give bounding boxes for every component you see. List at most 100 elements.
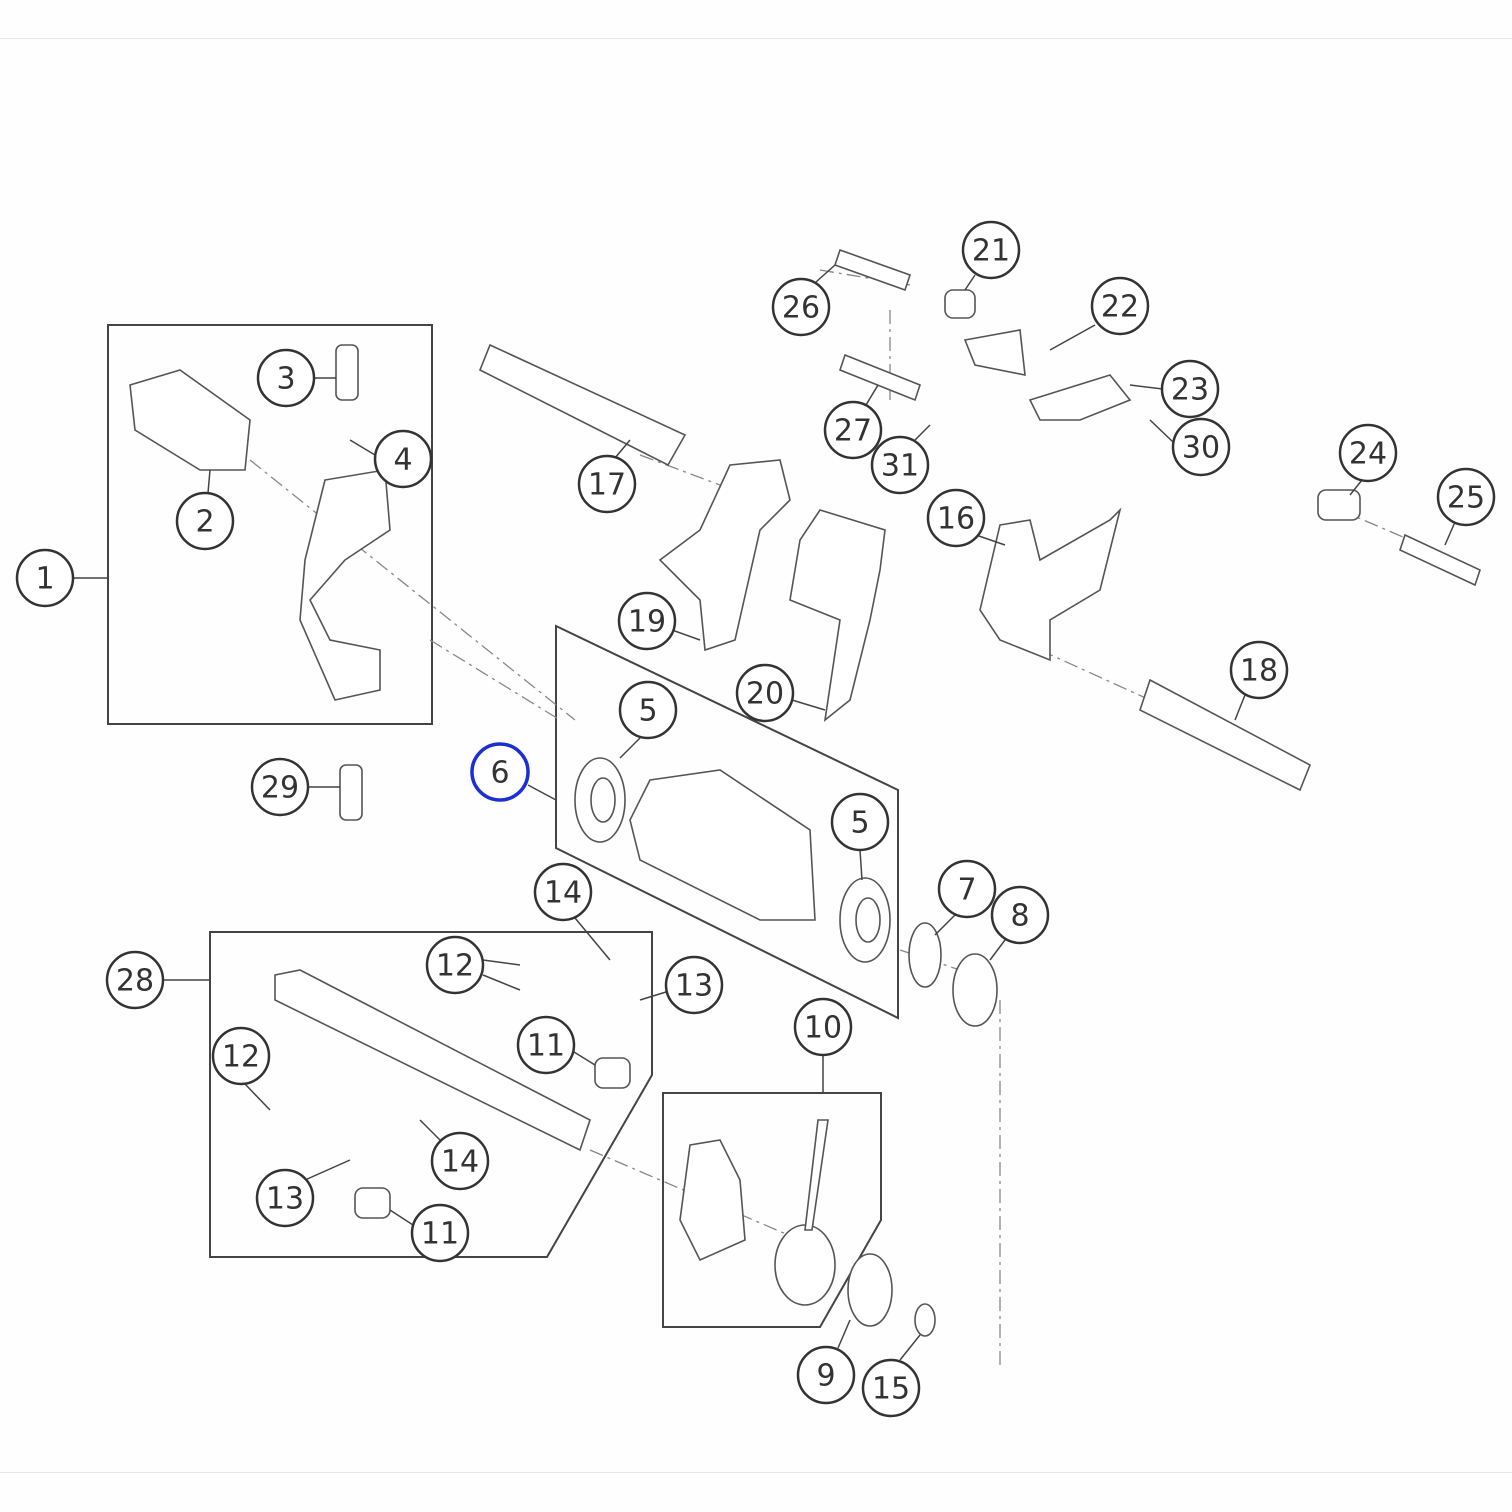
callout-7[interactable]: 7 xyxy=(937,859,997,919)
callout-circle xyxy=(990,885,1050,945)
callout-circle xyxy=(796,1345,856,1405)
callout-number: 5 xyxy=(850,806,869,841)
callout-circle xyxy=(373,429,433,489)
callout-number: 21 xyxy=(972,234,1010,269)
part-shift-lever xyxy=(129,369,251,471)
bottom-divider xyxy=(0,1472,1512,1473)
callout-number: 2 xyxy=(195,505,214,540)
callout-25[interactable]: 25 xyxy=(1436,467,1496,527)
callouts: 1234556789101111121213131414151617181920… xyxy=(15,220,1496,1418)
part-bolt-26 xyxy=(833,248,912,292)
callout-28[interactable]: 28 xyxy=(105,950,165,1010)
callout-circle xyxy=(861,1358,921,1418)
callout-circle xyxy=(425,935,485,995)
callout-14[interactable]: 14 xyxy=(430,1131,490,1191)
callout-number: 3 xyxy=(276,362,295,397)
callout-23[interactable]: 23 xyxy=(1160,359,1220,419)
callout-6[interactable]: 6 xyxy=(470,742,530,802)
callout-26[interactable]: 26 xyxy=(771,277,831,337)
part-washer-8 xyxy=(952,953,998,1027)
part-fork-20 xyxy=(789,509,886,722)
callout-number: 24 xyxy=(1349,437,1387,472)
callout-5[interactable]: 5 xyxy=(830,792,890,852)
callout-circle xyxy=(1229,640,1289,700)
callout-11[interactable]: 11 xyxy=(410,1203,470,1263)
callout-17[interactable]: 17 xyxy=(577,454,637,514)
callout-11[interactable]: 11 xyxy=(516,1015,576,1075)
part-pin-11a xyxy=(594,1057,631,1089)
callout-number: 18 xyxy=(1240,654,1278,689)
callout-number: 6 xyxy=(490,756,509,791)
part-sleeve-24 xyxy=(1317,489,1361,521)
callout-20[interactable]: 20 xyxy=(735,663,795,723)
callout-13[interactable]: 13 xyxy=(664,955,724,1015)
callout-circle xyxy=(533,862,593,922)
callout-number: 13 xyxy=(266,1182,304,1217)
callout-circle xyxy=(211,1026,271,1086)
callout-circle xyxy=(175,491,235,551)
callout-27[interactable]: 27 xyxy=(823,400,883,460)
callout-number: 22 xyxy=(1101,290,1139,325)
callout-30[interactable]: 30 xyxy=(1171,417,1231,477)
callout-number: 12 xyxy=(222,1040,260,1075)
part-washer-9 xyxy=(847,1253,893,1327)
callout-number: 7 xyxy=(957,873,976,908)
part-shift-shaft xyxy=(274,969,591,1152)
callout-number: 17 xyxy=(588,468,626,503)
callout-15[interactable]: 15 xyxy=(861,1358,921,1418)
callout-number: 14 xyxy=(544,876,582,911)
callout-number: 9 xyxy=(816,1359,835,1394)
callout-19[interactable]: 19 xyxy=(617,591,677,651)
parts xyxy=(129,248,1481,1337)
callout-4[interactable]: 4 xyxy=(373,429,433,489)
callout-13[interactable]: 13 xyxy=(255,1168,315,1228)
callout-circle xyxy=(430,1131,490,1191)
callout-number: 5 xyxy=(638,694,657,729)
callout-21[interactable]: 21 xyxy=(961,220,1021,280)
callout-number: 15 xyxy=(872,1372,910,1407)
part-bracket-22 xyxy=(963,329,1026,376)
callout-9[interactable]: 9 xyxy=(796,1345,856,1405)
part-shift-drum xyxy=(629,769,816,921)
callout-1[interactable]: 1 xyxy=(15,548,75,608)
callout-number: 4 xyxy=(393,443,412,478)
callout-12[interactable]: 12 xyxy=(425,935,485,995)
callout-number: 25 xyxy=(1447,481,1485,516)
callout-31[interactable]: 31 xyxy=(870,435,930,495)
part-spring-arm xyxy=(804,1119,829,1231)
callout-circle xyxy=(823,400,883,460)
part-fork-16 xyxy=(979,507,1122,662)
callout-circle xyxy=(410,1203,470,1263)
callout-number: 23 xyxy=(1171,373,1209,408)
callout-29[interactable]: 29 xyxy=(250,757,310,817)
callout-number: 1 xyxy=(35,562,54,597)
callout-number: 27 xyxy=(834,414,872,449)
callout-circle xyxy=(618,680,678,740)
callout-14[interactable]: 14 xyxy=(533,862,593,922)
callout-16[interactable]: 16 xyxy=(926,488,986,548)
callout-12[interactable]: 12 xyxy=(211,1026,271,1086)
callout-number: 8 xyxy=(1010,899,1029,934)
callout-10[interactable]: 10 xyxy=(793,997,853,1057)
callout-24[interactable]: 24 xyxy=(1338,423,1398,483)
callout-circle xyxy=(577,454,637,514)
callout-number: 16 xyxy=(937,502,975,537)
callout-circle xyxy=(105,950,165,1010)
callout-5[interactable]: 5 xyxy=(618,680,678,740)
callout-circle xyxy=(961,220,1021,280)
callout-3[interactable]: 3 xyxy=(256,348,316,408)
callout-circle xyxy=(15,548,75,608)
part-detent-lever xyxy=(679,1139,746,1262)
callout-8[interactable]: 8 xyxy=(990,885,1050,945)
callout-18[interactable]: 18 xyxy=(1229,640,1289,700)
callout-circle xyxy=(470,742,530,802)
callout-22[interactable]: 22 xyxy=(1090,276,1150,336)
callout-number: 31 xyxy=(881,449,919,484)
callout-circle xyxy=(516,1015,576,1075)
callout-number: 20 xyxy=(746,677,784,712)
part-pin-11b xyxy=(354,1187,391,1219)
callout-circle xyxy=(870,435,930,495)
callout-2[interactable]: 2 xyxy=(175,491,235,551)
callout-number: 11 xyxy=(421,1217,459,1252)
